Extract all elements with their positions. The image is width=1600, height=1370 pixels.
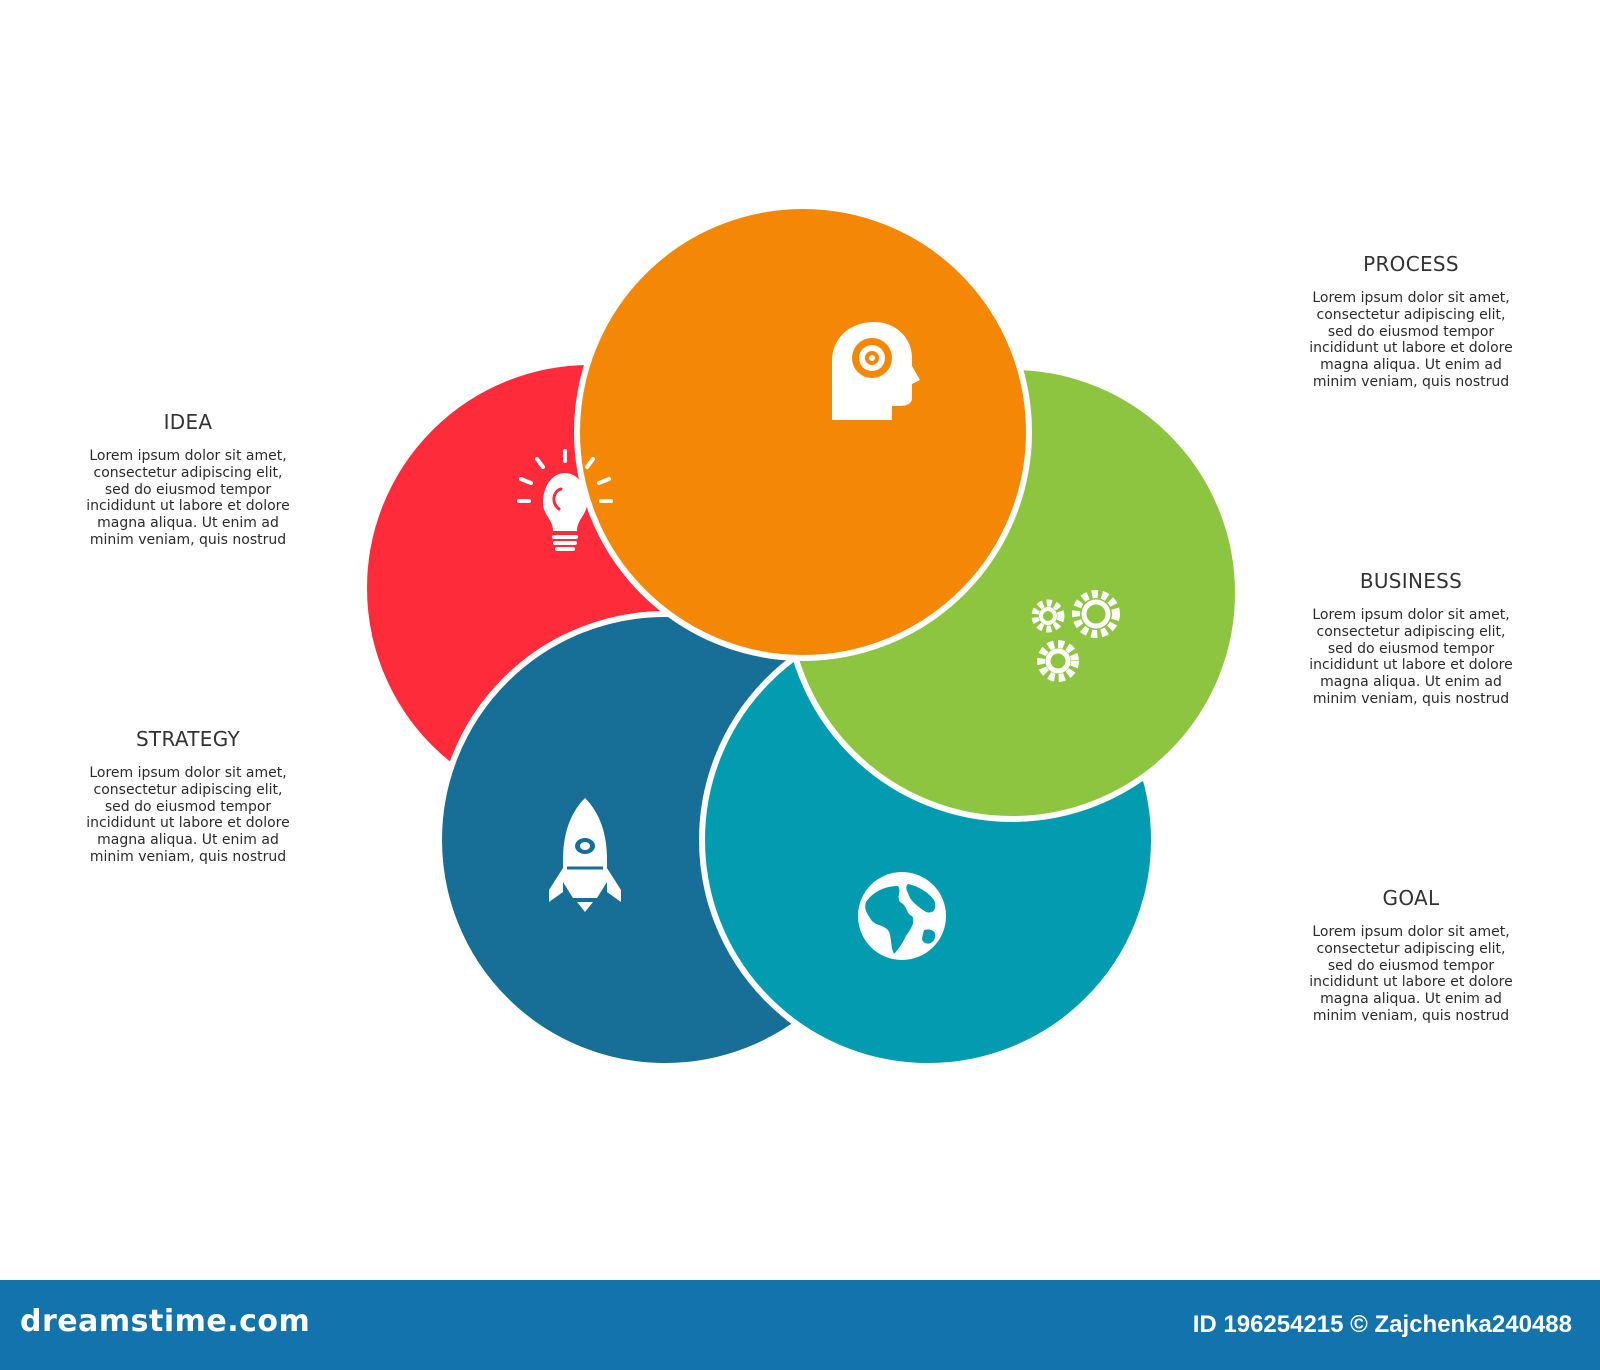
idea-title: IDEA — [163, 410, 213, 434]
label-goal: GOAL Lorem ipsum dolor sit amet, consect… — [1281, 886, 1541, 1025]
process-circle — [574, 203, 1032, 661]
globe-icon — [858, 872, 946, 960]
footer-bar: dreamstime.com ID 196254215 © Zajchenka2… — [0, 1280, 1600, 1370]
image-id-credit: ID 196254215 © Zajchenka240488 — [1192, 1311, 1572, 1338]
business-description: Lorem ipsum dolor sit amet, consectetur … — [1309, 607, 1513, 707]
process-description: Lorem ipsum dolor sit amet, consectetur … — [1309, 290, 1513, 390]
business-title: BUSINESS — [1359, 569, 1463, 593]
strategy-description: Lorem ipsum dolor sit amet, consectetur … — [86, 765, 290, 865]
lightbulb-icon — [517, 449, 613, 551]
process-title: PROCESS — [1363, 252, 1459, 276]
head-gear-icon — [832, 322, 920, 420]
brand-logo-text[interactable]: dreamstime.com — [20, 1304, 311, 1339]
idea-description: Lorem ipsum dolor sit amet, consectetur … — [86, 448, 290, 548]
label-process: PROCESS Lorem ipsum dolor sit amet, cons… — [1281, 252, 1541, 391]
rocket-icon — [549, 798, 621, 912]
strategy-title: STRATEGY — [135, 727, 241, 751]
label-business: BUSINESS Lorem ipsum dolor sit amet, con… — [1281, 569, 1541, 708]
goal-title: GOAL — [1382, 886, 1440, 910]
label-idea: IDEA Lorem ipsum dolor sit amet, consect… — [58, 410, 318, 549]
goal-description: Lorem ipsum dolor sit amet, consectetur … — [1309, 924, 1513, 1024]
five-circle-infographic — [364, 203, 1238, 1066]
label-strategy: STRATEGY Lorem ipsum dolor sit amet, con… — [58, 727, 318, 866]
gears-icon — [1031, 590, 1120, 682]
